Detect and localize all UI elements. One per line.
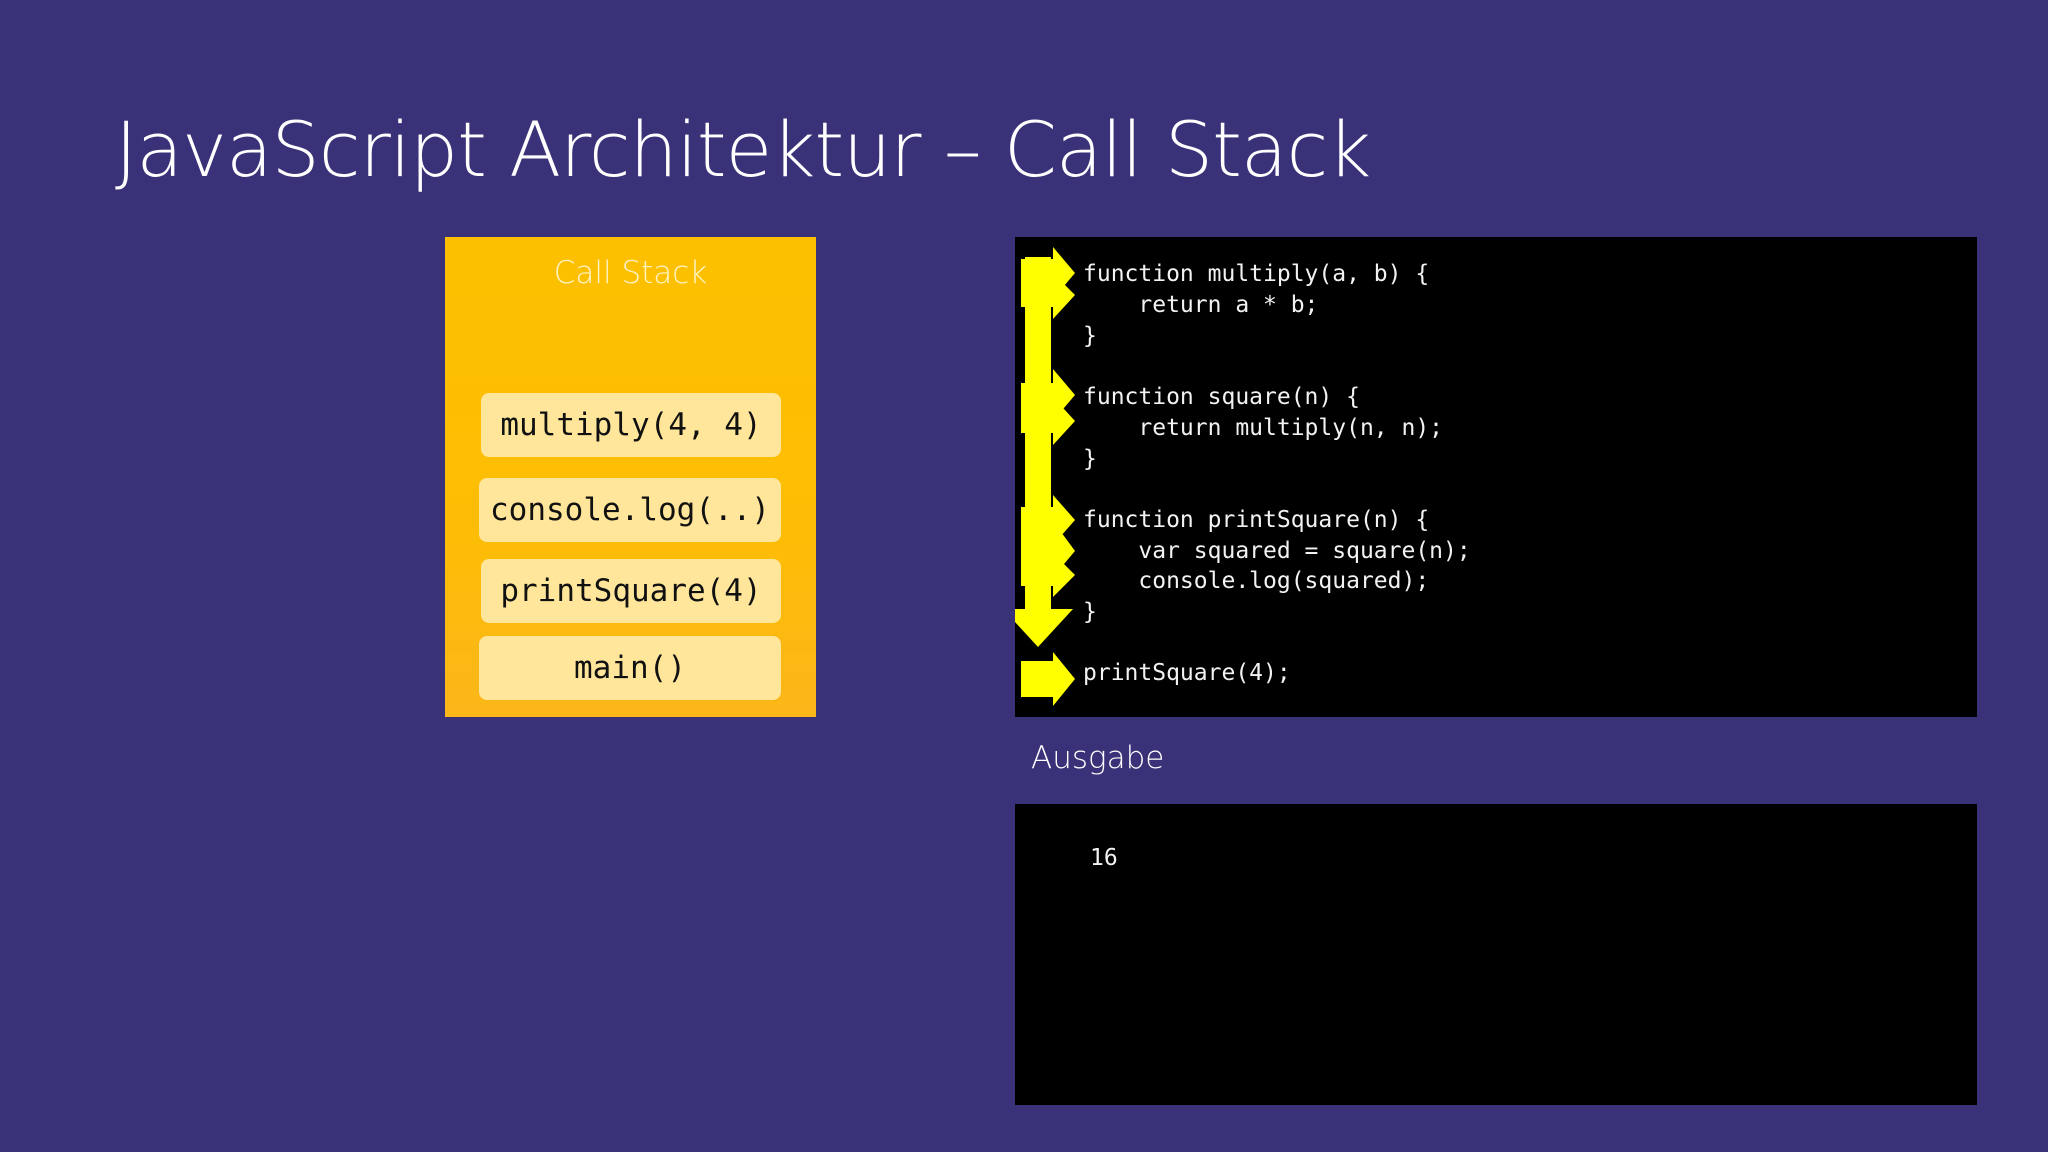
arrow-line-7 [1021, 495, 1075, 545]
stack-frame-multiply: multiply(4, 4) [481, 393, 781, 457]
arrow-line-2 [1021, 273, 1075, 319]
stack-frame-printsquare: printSquare(4) [481, 559, 781, 623]
call-stack-panel: Call Stack multiply(4, 4) console.log(..… [445, 237, 816, 717]
flow-down-arrow [1015, 257, 1073, 647]
code-line-5: return multiply(n, n); [1083, 415, 1444, 441]
arrow-line-9 [1021, 553, 1075, 597]
arrow-line-11-body [1021, 661, 1055, 697]
code-panel: function multiply(a, b) { return a * b; … [1015, 237, 1977, 717]
execution-arrow-icon [1015, 247, 1075, 706]
code-line-7: function printSquare(n) { [1083, 507, 1430, 533]
output-panel: 16 [1015, 804, 1977, 1105]
output-label: Ausgabe [1031, 740, 1165, 776]
code-line-2: return a * b; [1083, 292, 1319, 318]
output-line: 16 [1090, 845, 1118, 871]
slide-title: JavaScript Architektur – Call Stack [115, 105, 1371, 194]
code-line-9: console.log(squared); [1083, 568, 1430, 594]
stack-frame-console-log: console.log(..) [479, 478, 781, 542]
code-line-8: var squared = square(n); [1083, 538, 1471, 564]
code-line-1: function multiply(a, b) { [1083, 261, 1430, 287]
code-line-3: } [1083, 323, 1097, 349]
code-line-6: } [1083, 446, 1097, 472]
code-line-10: } [1083, 599, 1097, 625]
stack-frame-main: main() [479, 636, 781, 700]
arrow-line-5 [1021, 397, 1075, 445]
code-line-4: function square(n) { [1083, 384, 1360, 410]
code-line-11: printSquare(4); [1083, 660, 1291, 686]
call-stack-heading: Call Stack [553, 255, 708, 291]
